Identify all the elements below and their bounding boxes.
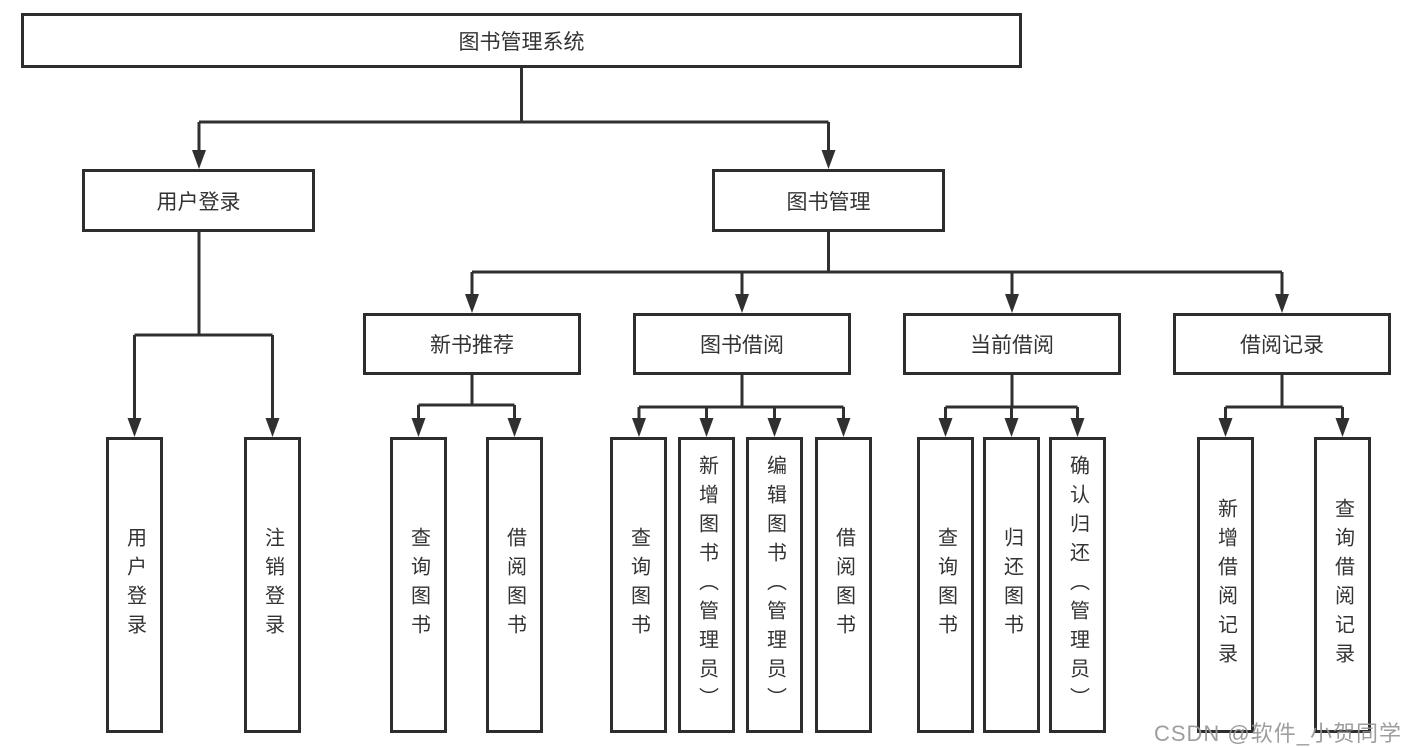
- node-user-login: 用户登录: [82, 169, 315, 232]
- arrowhead-icon: [411, 418, 426, 437]
- arrowhead-icon: [699, 418, 714, 437]
- node-new-book-recommendation: 新书推荐: [363, 313, 581, 375]
- connector-book-management-to-level3: [465, 232, 1289, 313]
- node-book-borrowing-label: 图书借阅: [700, 334, 784, 357]
- node-current-borrowing-label: 当前借阅: [970, 334, 1054, 357]
- node-leaf-bb-query-books: 查询图书: [610, 437, 667, 733]
- node-leaf-br-query-record: 查询借阅记录: [1314, 437, 1371, 733]
- arrowhead-icon: [465, 294, 479, 313]
- node-leaf-logout-label: 注销登录: [261, 527, 284, 643]
- node-current-borrowing: 当前借阅: [903, 313, 1121, 375]
- node-leaf-bb-borrow-books: 借阅图书: [815, 437, 872, 733]
- node-book-management: 图书管理: [712, 169, 945, 232]
- node-book-management-label: 图书管理: [786, 190, 871, 214]
- node-leaf-cb-query-books: 查询图书: [917, 437, 974, 733]
- node-leaf-logout: 注销登录: [244, 437, 301, 733]
- connector-book-borrowing-subtree: [632, 375, 851, 437]
- arrowhead-icon: [735, 294, 749, 313]
- arrowhead-icon: [1335, 418, 1350, 437]
- node-root: 图书管理系统: [21, 13, 1022, 68]
- node-borrowing-records: 借阅记录: [1173, 313, 1391, 375]
- connector-current-borrowing-subtree: [938, 375, 1085, 437]
- node-leaf-cb-return-books-label: 归还图书: [1000, 527, 1023, 643]
- node-leaf-bb-borrow-books-label: 借阅图书: [832, 527, 855, 643]
- node-leaf-user-login: 用户登录: [106, 437, 163, 733]
- node-leaf-bb-edit-books-admin-label: 编辑图书（管理员）: [763, 454, 786, 716]
- arrowhead-icon: [632, 418, 646, 437]
- node-borrowing-records-label: 借阅记录: [1240, 334, 1324, 357]
- node-leaf-nb-borrow-books-label: 借阅图书: [503, 527, 526, 643]
- node-leaf-user-login-label: 用户登录: [123, 527, 146, 643]
- watermark: CSDN @软件_小贺同学: [1153, 721, 1402, 746]
- connector-borrowing-records-subtree: [1218, 375, 1350, 437]
- node-leaf-cb-confirm-return-admin-label: 确认归还（管理员）: [1066, 454, 1089, 716]
- connector-user-login-subtree: [127, 232, 280, 437]
- node-user-login-label: 用户登录: [156, 190, 241, 214]
- arrowhead-icon: [821, 150, 836, 169]
- arrowhead-icon: [192, 150, 206, 169]
- node-book-borrowing: 图书借阅: [633, 313, 851, 375]
- node-leaf-bb-add-books-admin-label: 新增图书（管理员）: [695, 454, 718, 716]
- arrowhead-icon: [1004, 418, 1019, 437]
- node-leaf-cb-return-books: 归还图书: [983, 437, 1040, 733]
- node-leaf-nb-borrow-books: 借阅图书: [486, 437, 543, 733]
- node-root-label: 图书管理系统: [458, 30, 585, 54]
- node-leaf-br-query-record-label: 查询借阅记录: [1331, 498, 1354, 672]
- node-leaf-cb-query-books-label: 查询图书: [934, 527, 957, 643]
- node-leaf-nb-query-books-label: 查询图书: [407, 527, 430, 643]
- arrowhead-icon: [836, 418, 851, 437]
- arrowhead-icon: [1275, 294, 1289, 313]
- connector-new-book-subtree: [411, 375, 522, 437]
- node-leaf-bb-query-books-label: 查询图书: [627, 527, 650, 643]
- node-leaf-bb-add-books-admin: 新增图书（管理员）: [678, 437, 735, 733]
- arrowhead-icon: [265, 418, 280, 437]
- node-leaf-nb-query-books: 查询图书: [390, 437, 447, 733]
- connector-root-to-level2: [192, 68, 836, 169]
- node-leaf-br-add-record-label: 新增借阅记录: [1214, 498, 1237, 672]
- arrowhead-icon: [1218, 418, 1233, 437]
- node-leaf-bb-edit-books-admin: 编辑图书（管理员）: [746, 437, 803, 733]
- node-leaf-br-add-record: 新增借阅记录: [1197, 437, 1254, 733]
- arrowhead-icon: [507, 418, 522, 437]
- arrowhead-icon: [127, 418, 142, 437]
- node-leaf-cb-confirm-return-admin: 确认归还（管理员）: [1049, 437, 1106, 733]
- arrowhead-icon: [1070, 418, 1085, 437]
- arrowhead-icon: [1005, 294, 1019, 313]
- arrowhead-icon: [938, 418, 953, 437]
- node-new-book-recommendation-label: 新书推荐: [430, 334, 514, 357]
- arrowhead-icon: [767, 418, 782, 437]
